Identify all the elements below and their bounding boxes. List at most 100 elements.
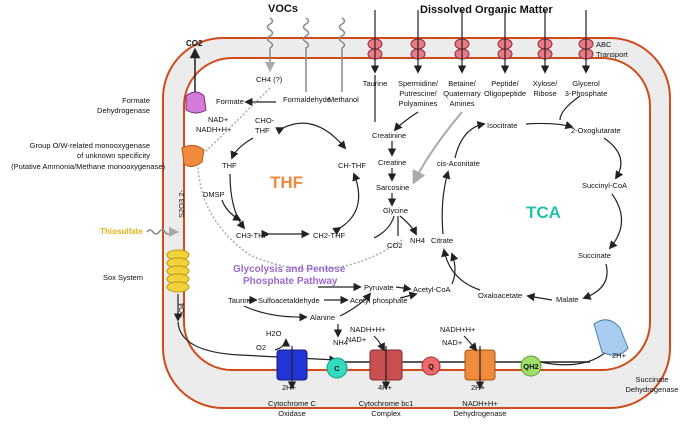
- thiosulfate-wavy-arrow: [146, 226, 180, 238]
- s2o3-label: S2O3 2-: [177, 190, 186, 218]
- abc-transporter-taurine: [367, 10, 383, 74]
- thf-node-label: THF: [222, 161, 237, 170]
- formate-dh-label-2: Dehydrogenase: [97, 106, 150, 115]
- sox-electron-flow: [177, 321, 338, 364]
- tca-acetylcoa-to-citrate: [450, 252, 459, 285]
- transport-label-peptide-1: Oligopeptide: [484, 89, 526, 98]
- glyco-taurine-label: Taurine: [228, 296, 253, 305]
- nadh2-arrow: [463, 335, 478, 352]
- transport-label-amines-2: Amines: [449, 99, 474, 108]
- acetyl-coa-label: Acetyl-CoA: [413, 285, 451, 294]
- cho-thf-label-2: THF: [255, 126, 270, 135]
- co2-top-label: CO2: [186, 39, 203, 48]
- transport-label-xylose-0: Xylose/: [533, 79, 559, 88]
- tca-oxoglutarate-to-succinylcoa: [603, 137, 624, 180]
- transport-label-glycerol-1: 3-Phosphate: [565, 89, 608, 98]
- bc1-label-1: Cytochrome bc1: [359, 399, 414, 408]
- tca-succinylcoa-to-succinate: [608, 193, 623, 250]
- acetylp-to-acetylcoa-arrow: [399, 291, 418, 300]
- isocitrate-label: Isocitrate: [487, 121, 517, 130]
- cis-aconitate-label: cis-Aconitate: [437, 159, 480, 168]
- abc-label-line1: ABC: [596, 40, 612, 49]
- succinate-label: Succinate: [578, 251, 611, 260]
- glycine-arrow: [373, 215, 416, 238]
- abc-transporter-xylose: [537, 10, 553, 74]
- qh2-letter: QH2: [523, 362, 538, 371]
- sox-system-stack: [166, 249, 190, 293]
- bc1-4h-label: 4H+: [378, 383, 393, 392]
- oxoglutarate-label: 2-Oxoglutarate: [571, 126, 621, 135]
- vocs-header: VOCs: [268, 3, 298, 15]
- nadh-dh-label-1: NADH+H+: [462, 399, 498, 408]
- thf-arc-right: [332, 172, 361, 236]
- ch2-thf-label: CH2-THF: [313, 231, 345, 240]
- nadh2-label: NADH+H+: [440, 325, 476, 334]
- sarcosine-label: Sarcosine: [376, 183, 409, 192]
- transport-label-glycerol-0: Glycerol: [572, 79, 600, 88]
- transport-label-amines-0: Betaine/: [448, 79, 476, 88]
- thf-formate-label: Formate: [216, 97, 244, 106]
- formate-nadh-label: NADH+H+: [196, 125, 232, 134]
- voc-arrow-ch4: [264, 17, 276, 73]
- nad2-label: NAD+: [442, 338, 463, 347]
- succinate-dehydrogenase: [593, 319, 629, 356]
- ch3-thf-label: CH3-THF: [236, 231, 268, 240]
- abc-transporter-glycerol: [578, 10, 594, 74]
- dom-header: Dissolved Organic Matter: [420, 4, 553, 16]
- nadh1-label: NADH+H+: [350, 325, 386, 334]
- dmsp-label: DMSP: [203, 190, 225, 199]
- glyco-title-2: Phosphate Pathway: [243, 276, 338, 287]
- transport-label-polyamines-2: Polyamines: [399, 99, 438, 108]
- methanol-label: Methanol: [328, 95, 359, 104]
- tca-citrate-to-cis: [441, 170, 451, 235]
- nad1-label: NAD+: [346, 335, 367, 344]
- thf-arc-left-top: [230, 137, 254, 160]
- citrate-label: Citrate: [431, 236, 453, 245]
- transport-label-xylose-1: Ribose: [533, 89, 556, 98]
- formate-dh-label-1: Formate: [122, 96, 150, 105]
- amo-label-2: of unknown specificity: [77, 151, 150, 160]
- glyco-nh4-label: NH4: [333, 338, 348, 347]
- formate-nad-label: NAD+: [208, 115, 229, 124]
- succ-dh-label-2: Dehydrogenase: [626, 385, 679, 394]
- transport-label-polyamines-1: Putrescine/: [399, 89, 437, 98]
- ch-thf-label: CH-THF: [338, 161, 366, 170]
- quinol-qh2: [520, 355, 542, 377]
- succ-dh-label-1: Succinate: [636, 375, 669, 384]
- glyco-title-1: Glycolysis and Pentose: [233, 264, 346, 275]
- creatine-label: Creatine: [378, 158, 406, 167]
- amo-label-1: Group O/W-related monooxygenase: [30, 141, 150, 150]
- quinone-q: [421, 356, 441, 376]
- tca-succinate-to-malate: [582, 263, 608, 300]
- h2o-label: H2O: [266, 329, 282, 338]
- o2-to-h2o-arrow: [274, 338, 291, 351]
- tca-oxaloacetate-to-citrate: [441, 248, 481, 291]
- abc-label-line2: Transport: [596, 50, 629, 59]
- sulfoacetaldehyde-label: Sulfoacetaldehyde: [258, 296, 320, 305]
- alanine-label: Alanine: [310, 313, 335, 322]
- glycine-co2-label: CO2: [387, 241, 402, 250]
- q-letter: Q: [428, 362, 434, 371]
- thiosulfate-label: Thiosulfate: [100, 227, 143, 236]
- cyt-c-oxidase-label-2: Oxidase: [278, 409, 306, 418]
- acetyl-phosphate-label: Acetyl phosphate: [350, 296, 408, 305]
- voc-arrow-methanol: [338, 17, 346, 92]
- formate-dehydrogenase-shape: [185, 91, 207, 114]
- transport-label-polyamines-0: Spermidine/: [398, 79, 439, 88]
- pyruvate-to-acetylcoa-arrow: [395, 283, 412, 293]
- thf-arc-top: [275, 122, 347, 150]
- tca-isocitrate-to-oxoglutarate: [525, 121, 574, 130]
- spermidine-to-creatinine-arrow: [393, 111, 419, 132]
- sox-system-label: Sox System: [103, 273, 143, 282]
- cytochrome-c-letter: C: [334, 364, 340, 373]
- glycine-label: Glycine: [383, 206, 408, 215]
- tca-glycerol-arrow: [559, 95, 581, 121]
- so4-label: SO4: [177, 303, 186, 318]
- malate-label: Malate: [556, 295, 579, 304]
- o2-label: O2: [256, 343, 266, 352]
- glycine-nh4-label: NH4: [410, 236, 425, 245]
- taurine-to-alanine-arrow: [243, 305, 308, 322]
- abc-transporter-peptide: [497, 10, 513, 74]
- oxaloacetate-label: Oxaloacetate: [478, 291, 522, 300]
- succinyl-coa-label: Succinyl-CoA: [582, 181, 627, 190]
